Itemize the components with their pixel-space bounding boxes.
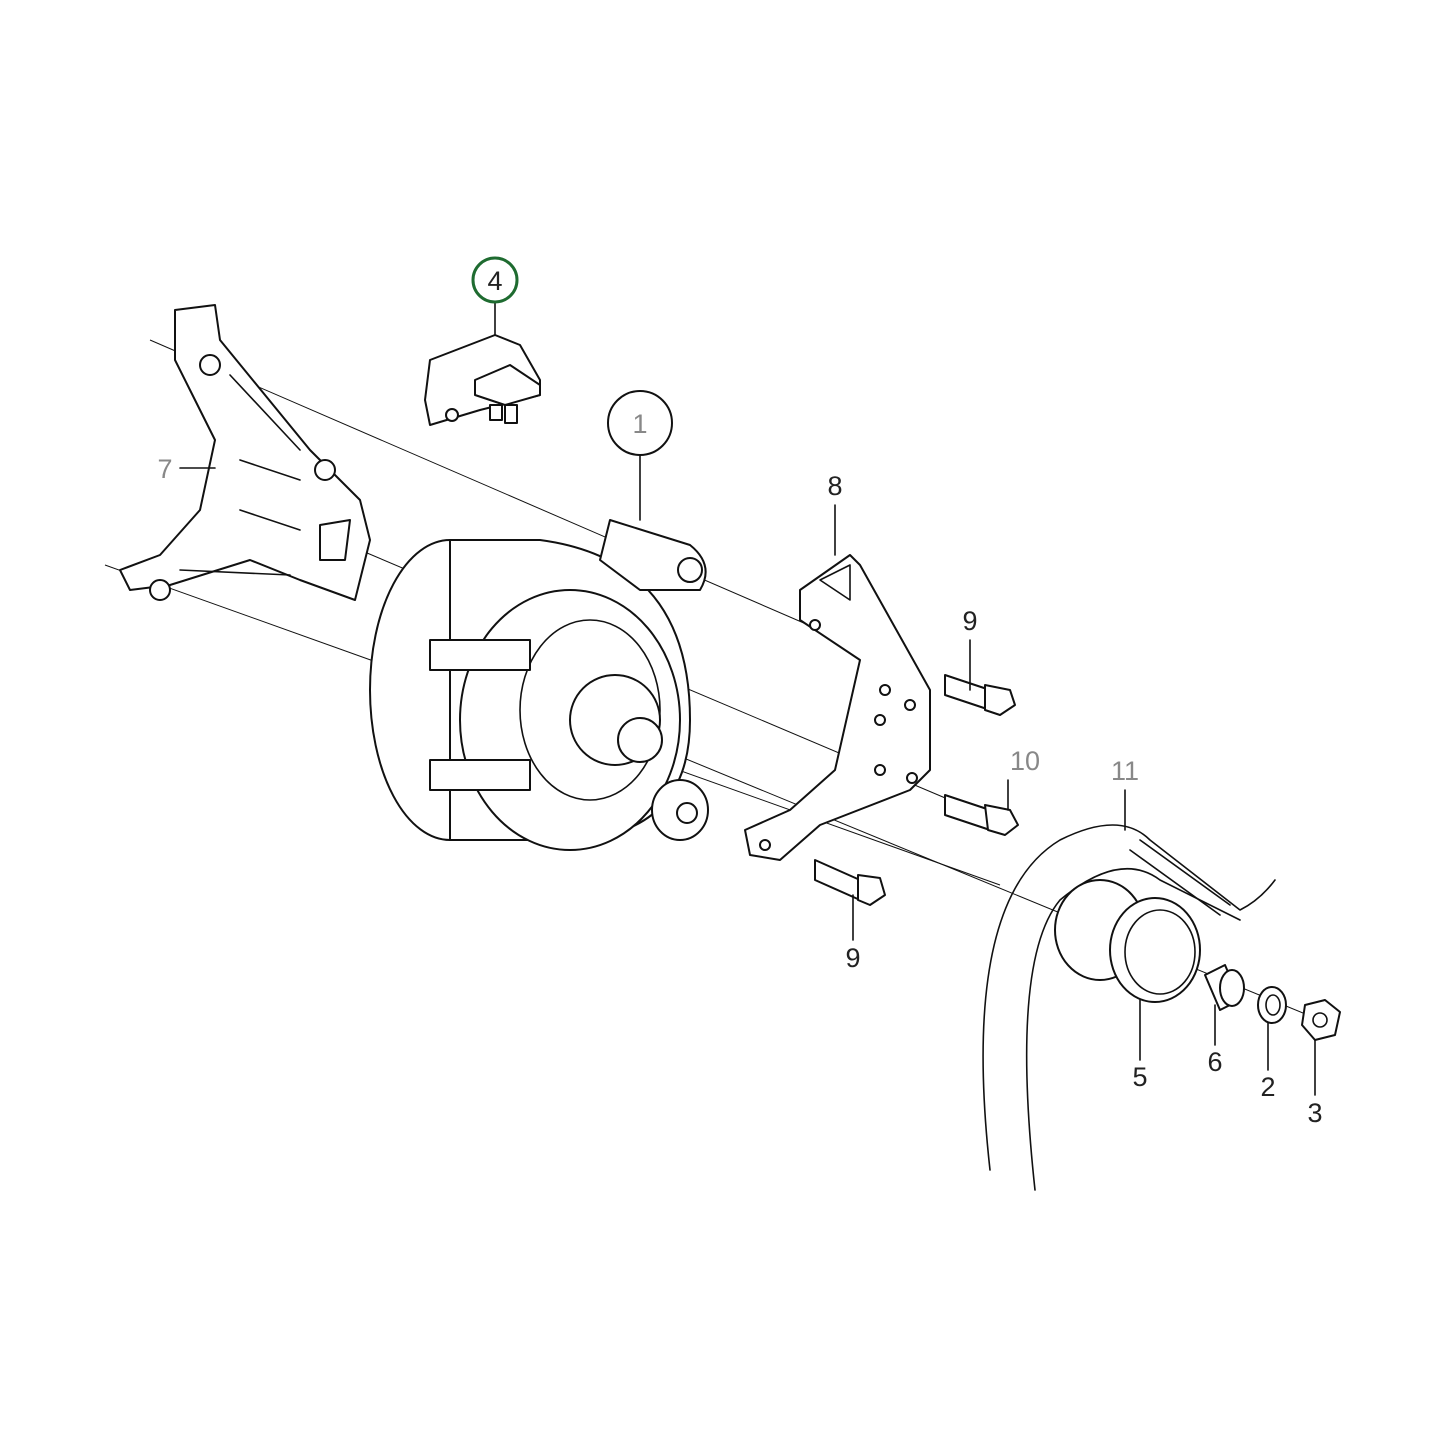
part-5-pulley: [1054, 879, 1201, 1003]
part-6-spacer: [1204, 964, 1245, 1011]
callout-8[interactable]: 8: [827, 471, 842, 501]
part-8-mounting-plate: [744, 554, 931, 861]
callout-10[interactable]: 10: [1010, 746, 1040, 776]
callout-5[interactable]: 5: [1132, 1062, 1147, 1092]
callout-label: 1: [632, 409, 647, 439]
callout-2[interactable]: 2: [1260, 1072, 1275, 1102]
leader-lines: [179, 301, 1316, 1096]
callout-4[interactable]: 4: [471, 256, 519, 304]
part-4-voltage-regulator: [424, 334, 541, 426]
callout-9-lower[interactable]: 9: [845, 943, 860, 973]
callout-11[interactable]: 11: [1111, 756, 1139, 786]
callout-7[interactable]: 7: [157, 454, 172, 484]
part-11-belt: [982, 824, 1276, 1191]
part-2-washer: [1257, 986, 1287, 1024]
part-7-bracket: [119, 304, 371, 601]
part-3-nut: [1301, 999, 1341, 1041]
callout-6[interactable]: 6: [1207, 1047, 1222, 1077]
bolts: [814, 674, 1019, 906]
callout-label: 4: [487, 266, 502, 296]
callout-1[interactable]: 1: [607, 390, 673, 456]
part-1-alternator: [369, 519, 709, 851]
callout-3[interactable]: 3: [1307, 1098, 1322, 1128]
callout-9-upper[interactable]: 9: [962, 606, 977, 636]
